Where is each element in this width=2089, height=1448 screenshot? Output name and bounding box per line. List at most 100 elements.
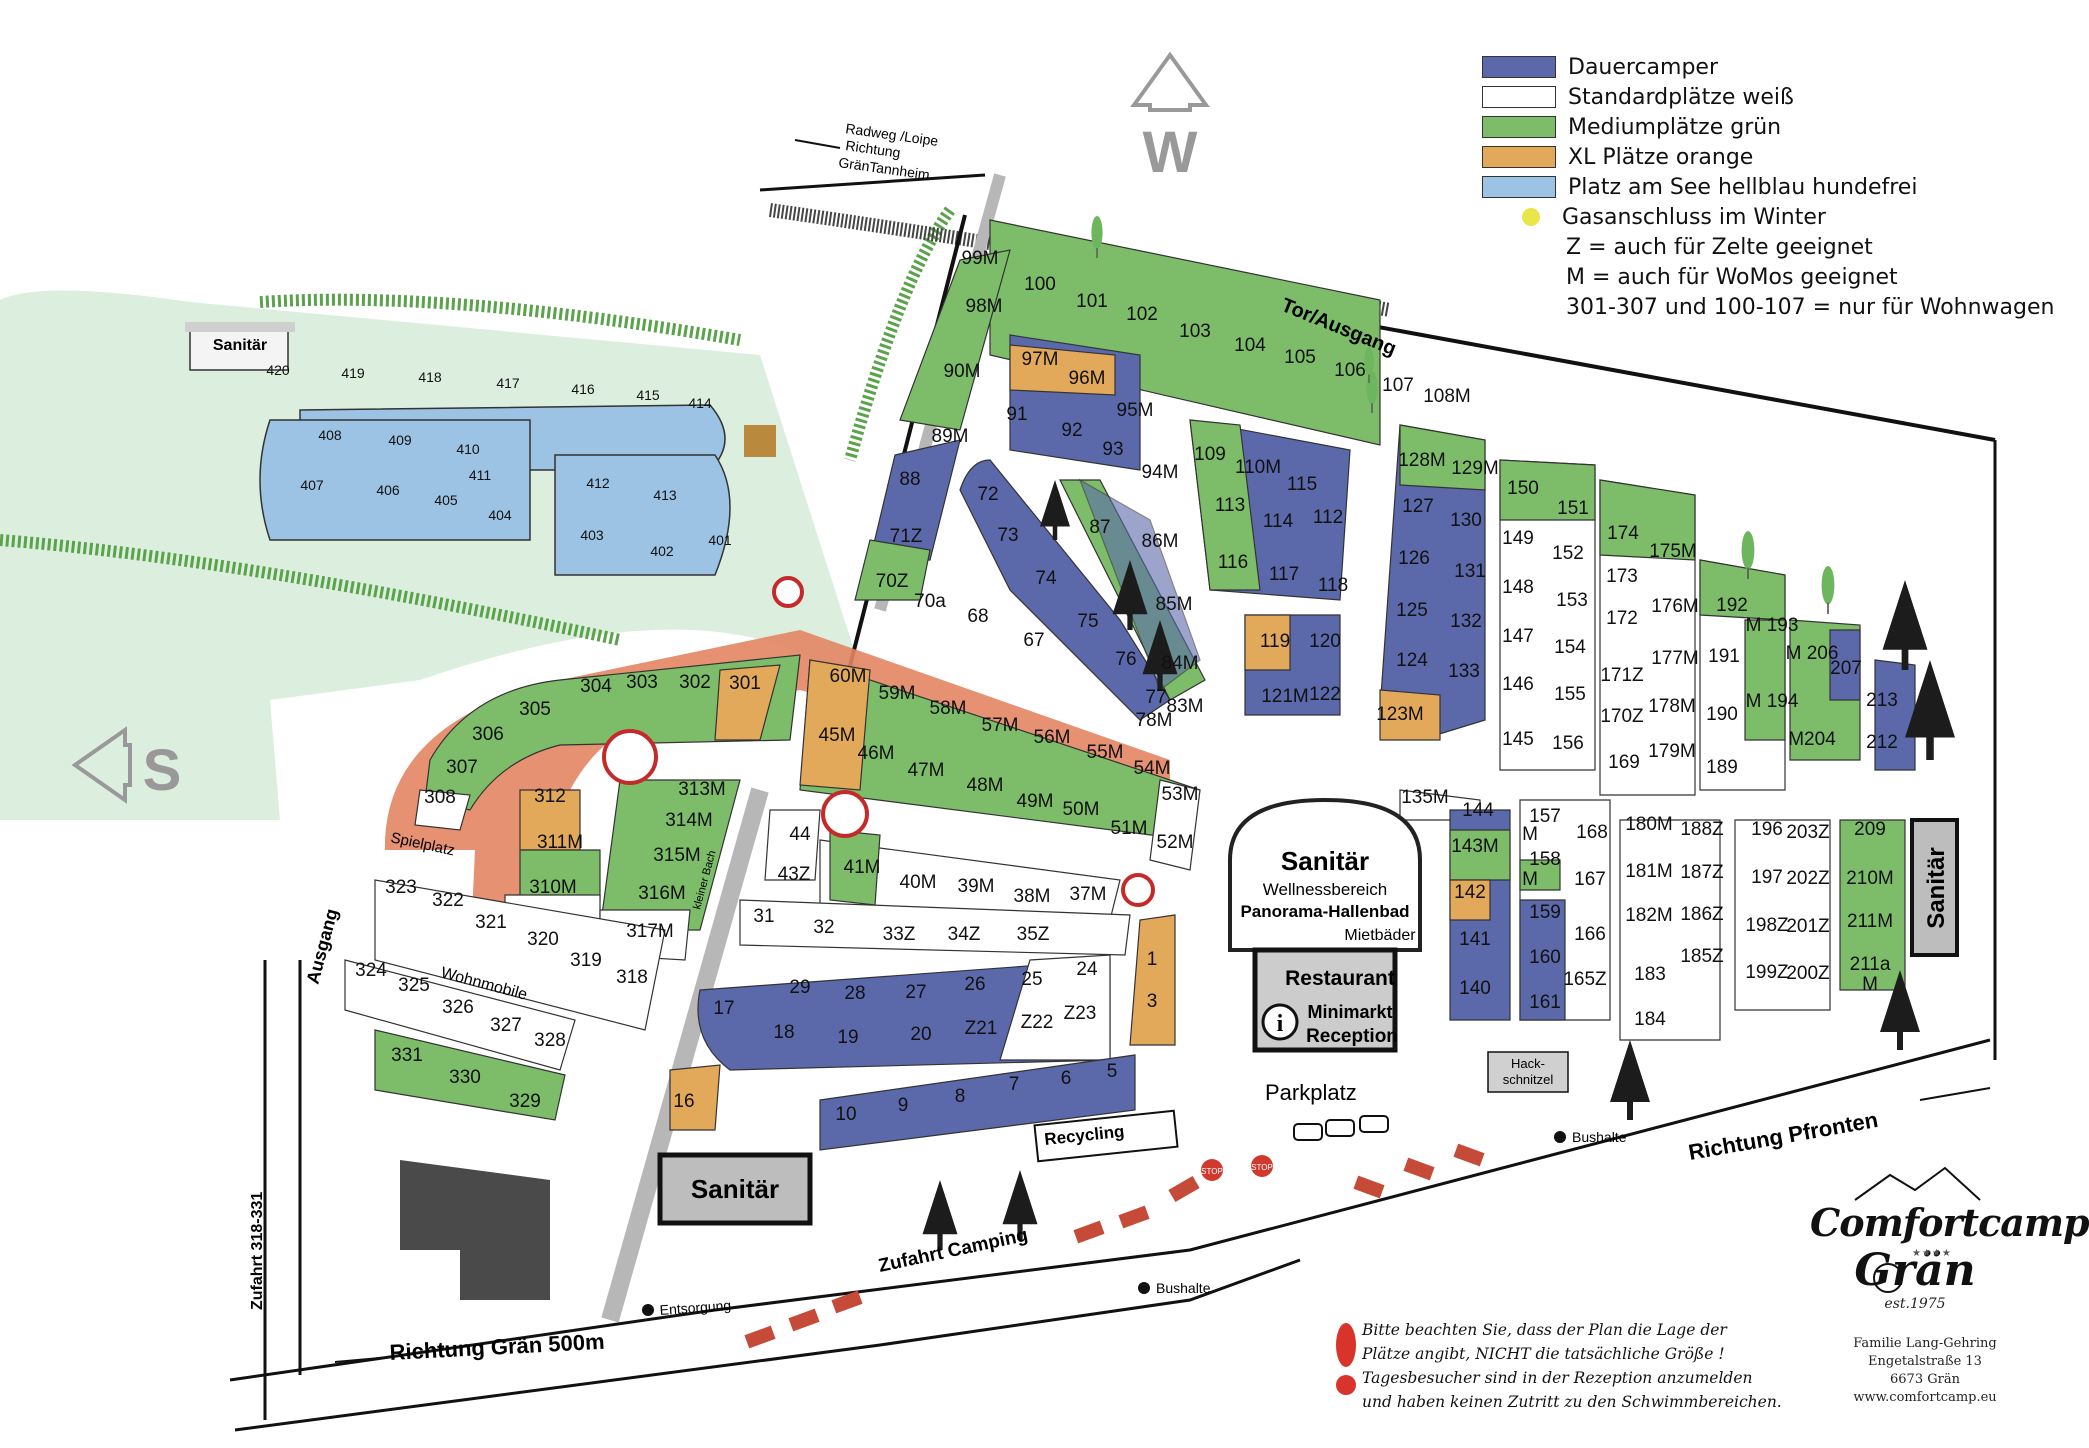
pitch-number: 35Z — [1017, 924, 1050, 945]
pitch-number: 169 — [1608, 752, 1640, 773]
pitch-number: 103 — [1179, 321, 1211, 342]
pitch-number: 118 — [1318, 575, 1348, 596]
pitch-number: 110M — [1235, 457, 1281, 478]
pitch-number: 330 — [449, 1067, 481, 1088]
pitch-number: 95M — [1117, 400, 1154, 421]
legend-label: Standardplätze weiß — [1568, 84, 1794, 110]
road-edge-south-2 — [234, 1258, 1301, 1432]
pitch-number: 20 — [910, 1024, 931, 1045]
pitch-number: 106 — [1334, 360, 1366, 381]
pitch-number: 408 — [318, 427, 342, 443]
bushalte-1-label: Bushalte — [1156, 1280, 1211, 1296]
address-line: www.comfortcamp.eu — [1853, 1390, 1997, 1405]
pitch-number: 56M — [1034, 727, 1071, 748]
pitch-number: 170Z — [1600, 706, 1644, 727]
pitch-number: 100 — [1024, 274, 1056, 295]
pitch-number: 418 — [418, 369, 442, 385]
pitch-number: 185Z — [1680, 946, 1724, 967]
pitch-number: 84M — [1162, 653, 1199, 674]
legend-row-dauercamper: Dauercamper — [1482, 52, 2042, 82]
pitch-number: 86M — [1142, 531, 1179, 552]
pitch-number: 198Z — [1745, 915, 1789, 936]
pitch-number: 401 — [708, 532, 732, 548]
pitch-number: 405 — [434, 492, 458, 508]
road-to-radweg — [759, 173, 986, 192]
pitch-number: 183 — [1634, 964, 1666, 985]
pitch-number: 209 — [1854, 819, 1886, 840]
sanitaer-main-line3: Mietbäder — [1344, 927, 1416, 944]
pitch-number: 189 — [1706, 757, 1738, 778]
pitch-number: 213 — [1866, 690, 1898, 711]
pitch-number: 129M — [1451, 458, 1499, 479]
pitch-number: 325 — [398, 975, 430, 996]
pitch-number: 190 — [1706, 704, 1738, 725]
legend-row-z: Z = auch für Zelte geeignet — [1482, 232, 2042, 262]
pitch-number: 91 — [1006, 404, 1027, 425]
pitch-number: 323 — [385, 877, 417, 898]
pitch-number: 115 — [1287, 474, 1317, 495]
pitch-number: 25 — [1021, 969, 1042, 990]
sanitaer-south-label: Sanitär — [691, 1174, 779, 1204]
pitch-number: 196 — [1751, 819, 1783, 840]
pitch-number: 57M — [982, 715, 1019, 736]
pitch-number: 102 — [1126, 304, 1158, 325]
pitch-number: 119 — [1260, 631, 1290, 652]
pitch-number: 37M — [1070, 884, 1107, 905]
legend-swatch-medium — [1482, 116, 1556, 138]
pitch-number: 58M — [930, 698, 967, 719]
pitch-number: 324 — [355, 960, 387, 981]
pitch-number: 105 — [1284, 347, 1316, 368]
pitch-number: 197 — [1751, 867, 1783, 888]
pitch-number: 1 — [1147, 949, 1158, 970]
pitch-number: 409 — [388, 432, 412, 448]
pitch-number: 178M — [1648, 696, 1696, 717]
pitch-number: 5 — [1107, 1061, 1118, 1082]
pitch-number: 413 — [653, 487, 677, 503]
pitch-number: 318 — [616, 967, 648, 988]
pitch-number: 47M — [908, 760, 945, 781]
stop-sign-2 — [1251, 1155, 1273, 1177]
pitch-number: 71Z — [890, 526, 923, 547]
bushalte-2-dot — [1554, 1131, 1566, 1143]
richtung-graen-label: Richtung Grän 500m — [389, 1329, 605, 1365]
legend-row-medium: Mediumplätze grün — [1482, 112, 2042, 142]
pitch-number: 17 — [713, 998, 734, 1019]
radweg-label-2: Richtung — [845, 137, 902, 161]
bushalte-2-label: Bushalte — [1572, 1129, 1627, 1145]
pitch-number: 24 — [1076, 959, 1098, 980]
pitch-number: 150 — [1507, 478, 1539, 499]
warning-icon-dot — [1336, 1375, 1356, 1395]
pitch-number: 152 — [1552, 543, 1584, 564]
pitch-number: 16 — [673, 1091, 694, 1112]
info-icon-glyph: i — [1277, 1011, 1284, 1037]
pitch-number: 90M — [944, 361, 981, 382]
pitch-number: 34Z — [948, 924, 981, 945]
pitch-number: 19 — [837, 1027, 858, 1048]
pitch-number: 85M — [1156, 594, 1193, 615]
pitch-number: 315M — [653, 845, 701, 866]
gas-dot-icon — [1522, 208, 1540, 226]
pitch-number: 327 — [490, 1015, 522, 1036]
pitch-number: 92 — [1061, 420, 1082, 441]
disclaimer-note: Bitte beachten Sie, dass der Plan die La… — [1362, 1318, 1922, 1414]
pitch-number: 177M — [1651, 648, 1699, 669]
pitch-number: 133 — [1448, 661, 1480, 682]
pitch-number: 107 — [1382, 375, 1414, 396]
pitch-number: 175M — [1649, 541, 1697, 562]
pitch-number: 59M — [879, 683, 916, 704]
brand-logo: Comfortcamp Grän est.1975 — [1810, 1200, 2089, 1312]
pitch-number: 308 — [424, 787, 456, 808]
pitch-number: 407 — [300, 477, 324, 493]
pitch-number: Z22 — [1021, 1012, 1054, 1033]
pitch-number: 191 — [1708, 646, 1740, 667]
brand-name-2: Grän — [1854, 1245, 1976, 1296]
pitch-number: 210M — [1846, 868, 1894, 889]
pitch-number: 145 — [1502, 729, 1534, 750]
pitch-number: 68 — [967, 606, 988, 627]
brand-est: est.1975 — [1884, 1296, 1946, 1312]
pitch-number: 167 — [1574, 869, 1606, 890]
pitch-number: 46M — [858, 743, 895, 764]
legend-swatch-standard — [1482, 86, 1556, 108]
legend-row-gas: Gasanschluss im Winter — [1482, 202, 2042, 232]
